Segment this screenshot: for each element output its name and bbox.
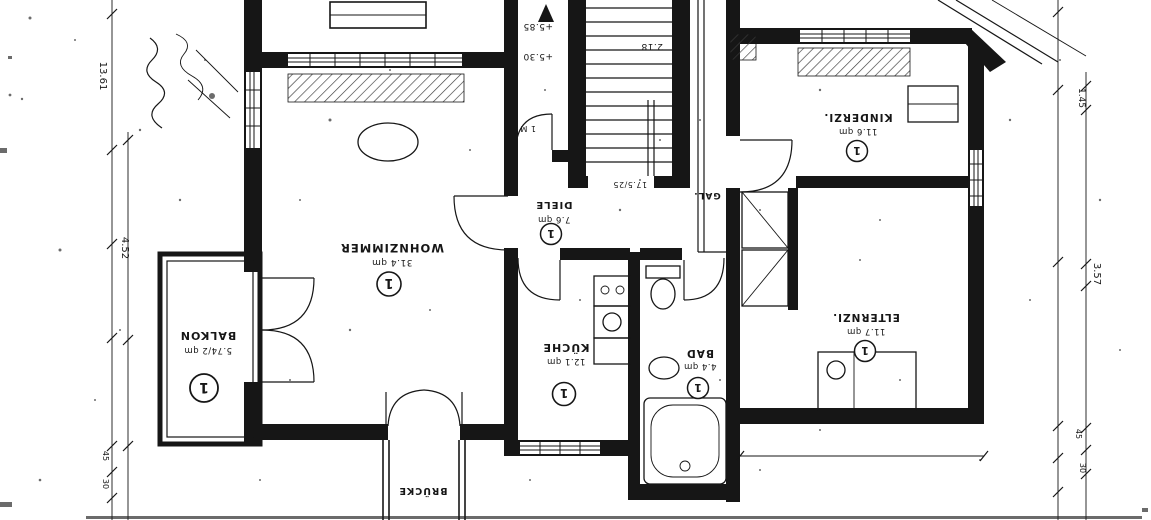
door-bath xyxy=(683,257,725,301)
dimension-chain-left: 13.61 4.52 45 30 xyxy=(97,0,134,520)
balkon-number-circle xyxy=(189,373,219,403)
kueche-area: 12.1 qm xyxy=(547,356,586,366)
door-bedroom-section xyxy=(739,139,793,193)
door-bridge-double xyxy=(385,389,463,427)
door-kitchen xyxy=(517,257,561,301)
stair-annotations: +5.85 +5.30 2.18 17.5/25 1 M xyxy=(520,21,663,189)
windows xyxy=(246,30,982,454)
diele-name: DIELE xyxy=(535,199,572,210)
exterior-construction-lines xyxy=(329,0,1087,253)
hatch-bands xyxy=(287,33,911,103)
balcony-parapet xyxy=(157,251,263,447)
kinderzi-name: KINDERZI. xyxy=(823,111,892,123)
room-label-kinderzi: KINDERZI. 11.6 qm 1 xyxy=(823,111,893,163)
dim-left-1: 4.52 xyxy=(119,237,130,259)
shaft-label: 2.18 xyxy=(641,41,663,51)
kitchen-counter-icon xyxy=(593,275,631,365)
bridge-passage xyxy=(382,440,466,520)
door-entrance xyxy=(515,113,553,151)
kueche-number: 1 xyxy=(560,386,568,400)
sill-hatch-kinderzi xyxy=(797,47,911,77)
sill-hatch-living xyxy=(287,73,465,103)
kueche-number-circle xyxy=(551,381,577,407)
steps-label: 17.5/25 xyxy=(613,180,647,189)
bad-name: BAD xyxy=(686,347,714,359)
wardrobe-icon xyxy=(741,191,789,307)
scan-noise xyxy=(0,16,1148,519)
balkon-name: BALKON xyxy=(180,329,237,342)
dim-left-3: 30 xyxy=(101,479,110,489)
shaft-hatch xyxy=(729,33,757,61)
elternzi-name: ELTERNZI. xyxy=(832,311,900,323)
door-swings xyxy=(261,113,793,427)
wohnzimmer-number: 1 xyxy=(384,275,393,290)
dim-right-2: 45 xyxy=(1074,429,1083,439)
bruecke-label: BRÜCKE xyxy=(398,485,447,496)
level-lower-label: +5.30 xyxy=(523,51,553,61)
level-marker-icon xyxy=(538,4,554,22)
dim-left-0: 13.61 xyxy=(97,62,108,91)
table-icon xyxy=(357,122,419,162)
balkon-area: 5.74/2 qm xyxy=(184,345,232,355)
dimension-chain-right: 1.45 3.57 45 30 xyxy=(735,0,1102,520)
toilet-icon xyxy=(645,265,681,310)
kinderzi-number: 1 xyxy=(853,144,861,157)
bad-area: 4.4 qm xyxy=(684,361,717,371)
room-label-balkon: BALKON 5.74/2 qm 1 xyxy=(180,329,237,403)
bathtub-icon xyxy=(643,397,727,485)
dim-right-1: 3.57 xyxy=(1091,263,1102,285)
wohnzimmer-number-circle xyxy=(376,271,402,297)
corner-wall-diagonal xyxy=(952,28,1006,72)
elternzi-number: 1 xyxy=(861,344,869,357)
elternzi-area: 11.7 qm xyxy=(847,326,886,336)
wohnzimmer-area: 31.4 qm xyxy=(372,257,413,267)
desk-icon xyxy=(907,85,959,123)
balkon-number: 1 xyxy=(199,379,209,395)
gal-label: GAL. xyxy=(693,190,721,200)
furniture xyxy=(357,85,959,485)
diele-area: 7.6 qm xyxy=(538,214,571,224)
level-upper-label: +5.85 xyxy=(523,21,553,31)
walls xyxy=(244,0,1006,502)
dim-right-0: 1.45 xyxy=(1076,88,1086,108)
kueche-name: KÜCHE xyxy=(542,341,589,355)
diele-number: 1 xyxy=(547,227,555,240)
room-label-bad: BAD 4.4 qm 1 xyxy=(684,347,717,400)
washbasin-icon xyxy=(648,356,680,380)
bad-number: 1 xyxy=(694,381,702,394)
bad-number-circle xyxy=(686,376,710,400)
window-living-top xyxy=(288,54,462,66)
window-kinderzi-top xyxy=(800,30,910,42)
staircase xyxy=(538,4,672,176)
scribble-marks xyxy=(146,33,239,129)
room-label-kueche: KÜCHE 12.1 qm 1 xyxy=(542,341,590,407)
window-right-wall xyxy=(970,150,982,206)
kinderzi-area: 11.6 qm xyxy=(839,126,878,136)
room-label-diele: DIELE 7.6 qm 1 xyxy=(535,199,573,246)
wohnzimmer-name: WOHNZIMMER xyxy=(340,241,444,255)
door-balcony xyxy=(261,277,315,383)
kinderzi-number-circle xyxy=(845,139,869,163)
dim-left-2: 45 xyxy=(101,451,110,461)
window-left-wall xyxy=(246,72,260,148)
elternzi-number-circle xyxy=(853,339,877,363)
door-width-label: 1 M xyxy=(520,124,536,133)
window-kitchen-bottom xyxy=(520,442,600,454)
door-living-hall xyxy=(453,195,509,251)
room-label-elternzi: ELTERNZI. 11.7 qm 1 xyxy=(832,311,900,363)
diele-number-circle xyxy=(539,222,563,246)
dim-right-3: 30 xyxy=(1078,463,1087,473)
room-labels: BALKON 5.74/2 qm 1 WOHNZIMMER 31.4 qm 1 … xyxy=(180,111,900,496)
room-label-wohnzimmer: WOHNZIMMER 31.4 qm 1 xyxy=(340,241,444,297)
